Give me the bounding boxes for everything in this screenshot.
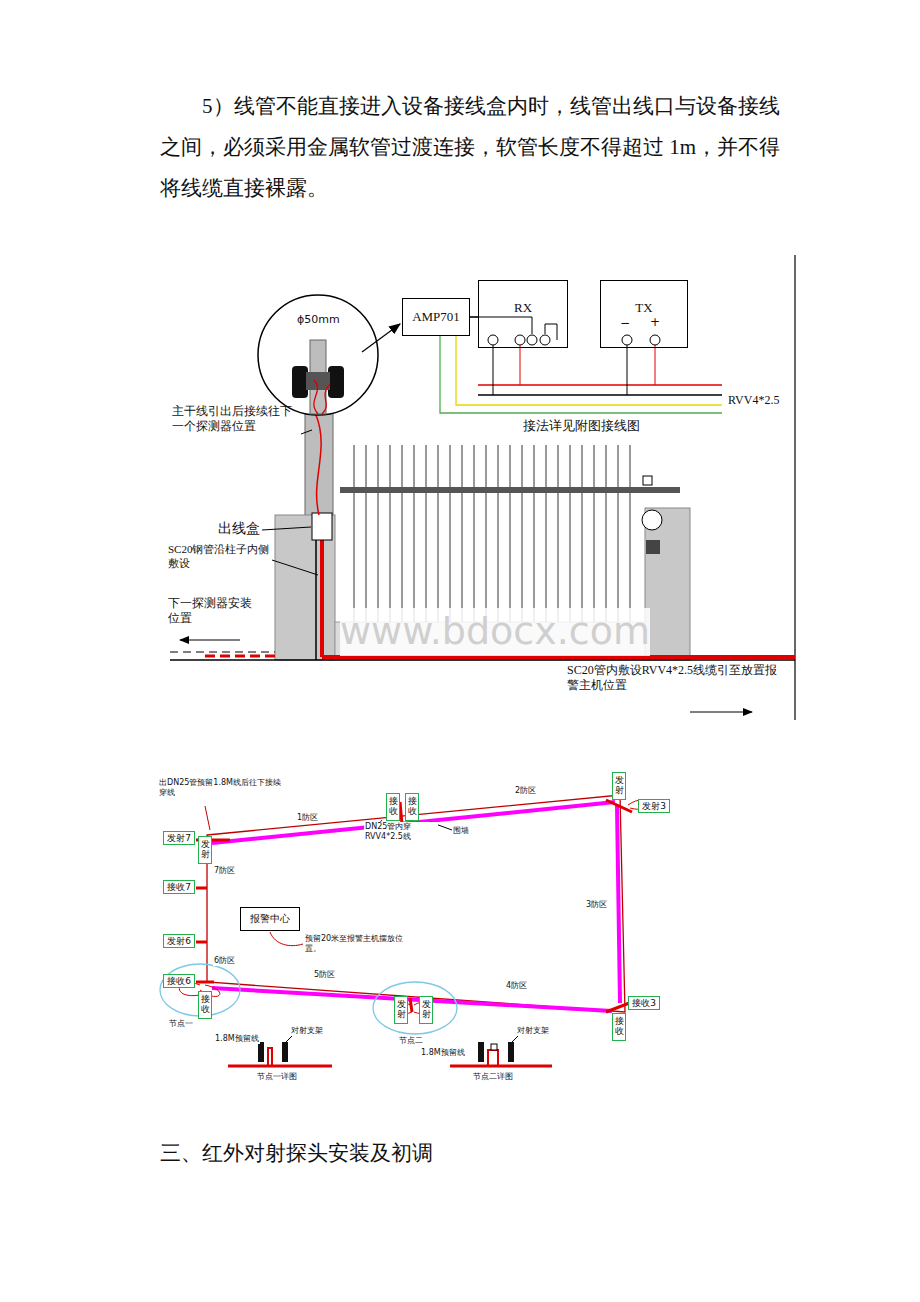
- node-text: 报警中心: [250, 913, 290, 925]
- node-text: 发射: [201, 840, 210, 860]
- text-label: +: [650, 315, 660, 330]
- text-label: RVV4*2.5: [728, 393, 779, 408]
- text-label: 节点二: [398, 1036, 424, 1046]
- node-text: 接收: [615, 1017, 624, 1037]
- node-text: 发射: [397, 1000, 406, 1020]
- sensor-tag: 发射: [419, 996, 433, 1024]
- text-label: SC20管内敷设RVV4*2.5线缆引至放置报警主机位置: [566, 663, 788, 693]
- text-label: 节点一: [168, 1019, 194, 1029]
- node-text: 接收3: [632, 998, 656, 1008]
- node-text: 接收7: [167, 882, 191, 892]
- text-label: 4防区: [505, 981, 528, 991]
- sensor-tag: 接收3: [628, 996, 660, 1010]
- text-label: 三、红外对射探头安装及初调: [160, 1140, 433, 1166]
- text-label: 3防区: [585, 900, 608, 910]
- device-box: TX: [600, 280, 688, 348]
- text-label: 接法详见附图接线图: [522, 418, 641, 434]
- sensor-tag: 发射3: [638, 799, 670, 813]
- sensor-tag: 接收: [198, 991, 212, 1019]
- text-label: 2防区: [514, 786, 537, 796]
- text-label: 7防区: [213, 866, 236, 876]
- sensor-tag: 接收: [612, 1013, 626, 1041]
- node-text: 接收: [408, 797, 417, 817]
- sensor-tag: 接收7: [163, 880, 195, 894]
- watermark: www.bdocx.com: [340, 608, 650, 656]
- device-box: RX: [478, 280, 568, 348]
- text-label: 主干线引出后接续往下一个探测器位置: [172, 404, 300, 434]
- sensor-tag: 发射: [198, 836, 212, 864]
- text-label: 6防区: [213, 956, 236, 966]
- text-label: DN25管内穿RVV4*2.5线: [364, 822, 438, 842]
- sensor-tag: 发射6: [163, 934, 195, 948]
- sensor-tag: 接收: [405, 793, 419, 821]
- text-label: 节点二详图: [472, 1072, 514, 1082]
- text-label: ϕ50mm: [297, 313, 340, 327]
- node-text: 发射: [615, 776, 624, 796]
- node-text: 发射6: [167, 936, 191, 946]
- text-label: 对射支架: [290, 1026, 324, 1036]
- sensor-tag: 接收6: [163, 974, 195, 988]
- text-label: 对射支架: [516, 1026, 550, 1036]
- node-text: AMP701: [412, 310, 460, 325]
- text-label: 1.8M预留线: [420, 1048, 466, 1058]
- node-text: 发射7: [167, 833, 191, 843]
- node-text: 接收6: [167, 976, 191, 986]
- connector: [470, 316, 478, 317]
- text-label: 出线盒: [218, 520, 260, 538]
- sensor-tag: 发射7: [163, 831, 195, 845]
- node-text: RX: [514, 301, 532, 316]
- node-text: 发射3: [642, 801, 666, 811]
- sensor-tag: 接收: [386, 793, 400, 821]
- text-label: 出DN25管预留1.8M线后往下接续穿线: [158, 778, 288, 798]
- sensor-tag: 发射: [612, 772, 626, 800]
- node-text: 接收: [389, 797, 398, 817]
- alarm-center-box: 报警中心: [240, 907, 300, 931]
- text-label: 下一探测器安装位置: [168, 596, 256, 626]
- sensor-tag: 发射: [394, 996, 408, 1024]
- text-label: 1.8M预留线: [214, 1034, 260, 1044]
- node-text: 发射: [422, 1000, 431, 1020]
- text-label: SC20钢管沿柱子内侧敷设: [168, 543, 270, 571]
- text-label: 1防区: [296, 813, 319, 823]
- text-label: 5）线管不能直接进入设备接线盒内时，线管出线口与设备接线之间，必须采用金属软管过…: [160, 86, 800, 209]
- text-label: 预留20米至报警主机摆放位置。: [304, 934, 406, 954]
- text-label: −: [620, 316, 630, 331]
- text-label: 5防区: [313, 970, 336, 980]
- device-box: AMP701: [402, 298, 470, 336]
- text-label: 节点一详图: [256, 1072, 298, 1082]
- text-label: 围墙: [452, 826, 470, 836]
- node-text: TX: [635, 301, 652, 316]
- node-text: 接收: [201, 995, 210, 1015]
